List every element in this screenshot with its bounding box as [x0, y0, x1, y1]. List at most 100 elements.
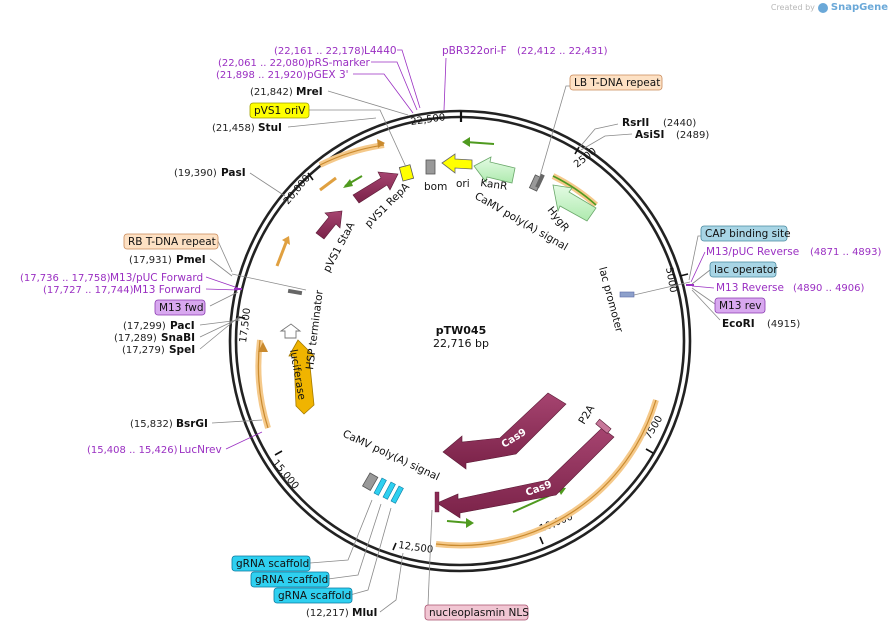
- leader-cap: [688, 235, 701, 281]
- plasmid-length: 22,716 bp: [433, 337, 489, 350]
- site-paci-pos: (17,299): [123, 321, 166, 332]
- site-mlui-pos: (12,217): [306, 608, 349, 619]
- rb-tdna-text: RB T-DNA repeat: [128, 236, 216, 248]
- leader-m13-forward: [205, 288, 239, 291]
- m13-fwd-box: [154, 299, 206, 316]
- leader-lines: [199, 49, 721, 613]
- leader-pmei: [209, 258, 233, 277]
- primer-l4440-name: L4440: [364, 45, 397, 57]
- credit-text: Created by: [770, 3, 815, 12]
- hygr-feature: [552, 184, 597, 222]
- leader-rb: [231, 273, 307, 291]
- leader-m13fwd: [209, 291, 239, 307]
- site-pasi-pos: (19,390): [174, 168, 217, 179]
- leader-m13-rev-primer: [691, 285, 715, 289]
- leader-nls: [427, 509, 433, 606]
- nls-feature: [434, 491, 440, 513]
- site-bsrgi-name: BsrGI: [176, 418, 208, 430]
- site-labels: RsrII (2440) AsiSI (2489) EcoRI (4915) (…: [114, 86, 800, 619]
- ori-label: ori: [456, 178, 470, 190]
- leader-lac-prom: [633, 281, 691, 296]
- tick-20000-mark: [307, 172, 314, 181]
- orf-orange-left-b: [319, 176, 337, 192]
- primer-pbr322-pos: (22,412 .. 22,431): [517, 46, 608, 57]
- leader-grna3: [349, 507, 392, 596]
- pvs1-oriv-box: [249, 102, 310, 119]
- grna2-feature: [382, 481, 396, 500]
- orf-orange-left-a: [275, 239, 289, 267]
- primer-lucnrev-name: LucNrev: [179, 444, 222, 456]
- orf-arc-left: [255, 339, 271, 429]
- grna1-box: [231, 555, 311, 572]
- primer-l4440-pos: (22,161 .. 22,178): [274, 46, 365, 57]
- leader-rb-box: [217, 240, 233, 273]
- site-ecori-name: EcoRI: [722, 318, 755, 330]
- site-bsrgi-pos: (15,832): [130, 419, 173, 430]
- leader-m13puc-forward: [205, 276, 239, 289]
- tick-2500-mark: [574, 146, 580, 155]
- orf-arc-cas9-line: [435, 399, 657, 547]
- tick-5000-mark: [679, 273, 689, 277]
- site-rsrii-name: RsrII: [622, 117, 649, 129]
- leader-pgex3: [353, 73, 414, 114]
- primer-labels: (22,161 .. 22,178) L4440 (22,061 .. 22,0…: [20, 45, 882, 456]
- primer-m13puc-rev-name: M13/pUC Reverse: [706, 246, 799, 258]
- leader-grna1: [309, 499, 373, 564]
- leader-mrei: [327, 90, 409, 116]
- lb-tdna-text: LB T-DNA repeat: [574, 77, 660, 89]
- grna3-text: gRNA scaffold: [278, 590, 351, 602]
- primer-pbr322-name: pBR322ori-F: [442, 45, 507, 57]
- orf-arrow-cas9: [377, 139, 385, 148]
- orf-green-2-head: [462, 137, 470, 147]
- leader-m13puc-rev: [690, 251, 706, 283]
- grna2-box: [250, 571, 330, 588]
- leader-prs-marker: [371, 61, 418, 111]
- site-paci-name: PacI: [170, 320, 195, 332]
- camv-polya-bottom-feature: [361, 472, 379, 491]
- site-pmei-pos: (17,931): [129, 255, 172, 266]
- p2a-feature: [595, 418, 612, 434]
- cas9-a-feature: [442, 392, 567, 470]
- rb-tdna-box: [123, 233, 219, 250]
- grna3-feature: [390, 485, 404, 504]
- ori-feature: [441, 153, 473, 174]
- tick-15000-mark: [274, 450, 283, 456]
- primer-m13-forward-mark: [234, 288, 242, 290]
- leader-grna2: [327, 503, 382, 580]
- pvs1-staa-feature: [315, 210, 343, 240]
- orf-orange-left-a-head: [282, 236, 290, 245]
- primer-m13-rev-name: M13 Reverse: [716, 282, 784, 294]
- tick-17500-mark: [235, 316, 246, 319]
- leader-pbr322: [443, 57, 447, 111]
- pvs1-repa-feature: [352, 171, 399, 204]
- site-pasi-name: PasI: [221, 167, 246, 179]
- site-pmei-name: PmeI: [176, 254, 206, 266]
- leader-l4440: [397, 49, 421, 109]
- site-snabi-name: SnaBI: [161, 332, 195, 344]
- site-mrei-name: MreI: [296, 86, 323, 98]
- p2a-label: P2A: [576, 402, 597, 426]
- rb-tdna-feature: [287, 288, 303, 296]
- luciferase-feature: [288, 339, 315, 415]
- site-asisi-pos: (2489): [676, 130, 709, 141]
- primer-pgex-pos: (21,898 .. 21,920): [216, 70, 307, 81]
- leader-lac-operator: [691, 269, 711, 285]
- leader-pasi: [249, 172, 286, 197]
- camv-polya-bottom-label: CaMV poly(A) signal: [341, 428, 442, 483]
- tick-7500-mark: [645, 448, 654, 454]
- grna1-feature: [373, 477, 387, 496]
- tick-12500: 12,500: [398, 540, 434, 556]
- tick-5000: 5000: [663, 267, 678, 294]
- grna1-text: gRNA scaffold: [236, 558, 309, 570]
- lac-operator-box: [709, 261, 777, 278]
- grna2-text: gRNA scaffold: [255, 574, 328, 586]
- pvs1-oriv-text: pVS1 oriV: [254, 105, 306, 117]
- orf-arc-hygr-line: [552, 175, 597, 206]
- primer-pgex-name: pGEX 3': [307, 69, 349, 81]
- orf-arc-left-line: [257, 339, 269, 429]
- tick-10000-mark: [539, 536, 544, 545]
- site-mlui-name: MluI: [352, 607, 377, 619]
- primer-m13-fwd-name: M13 Forward: [133, 284, 201, 296]
- m13-rev-text: M13 rev: [719, 300, 762, 312]
